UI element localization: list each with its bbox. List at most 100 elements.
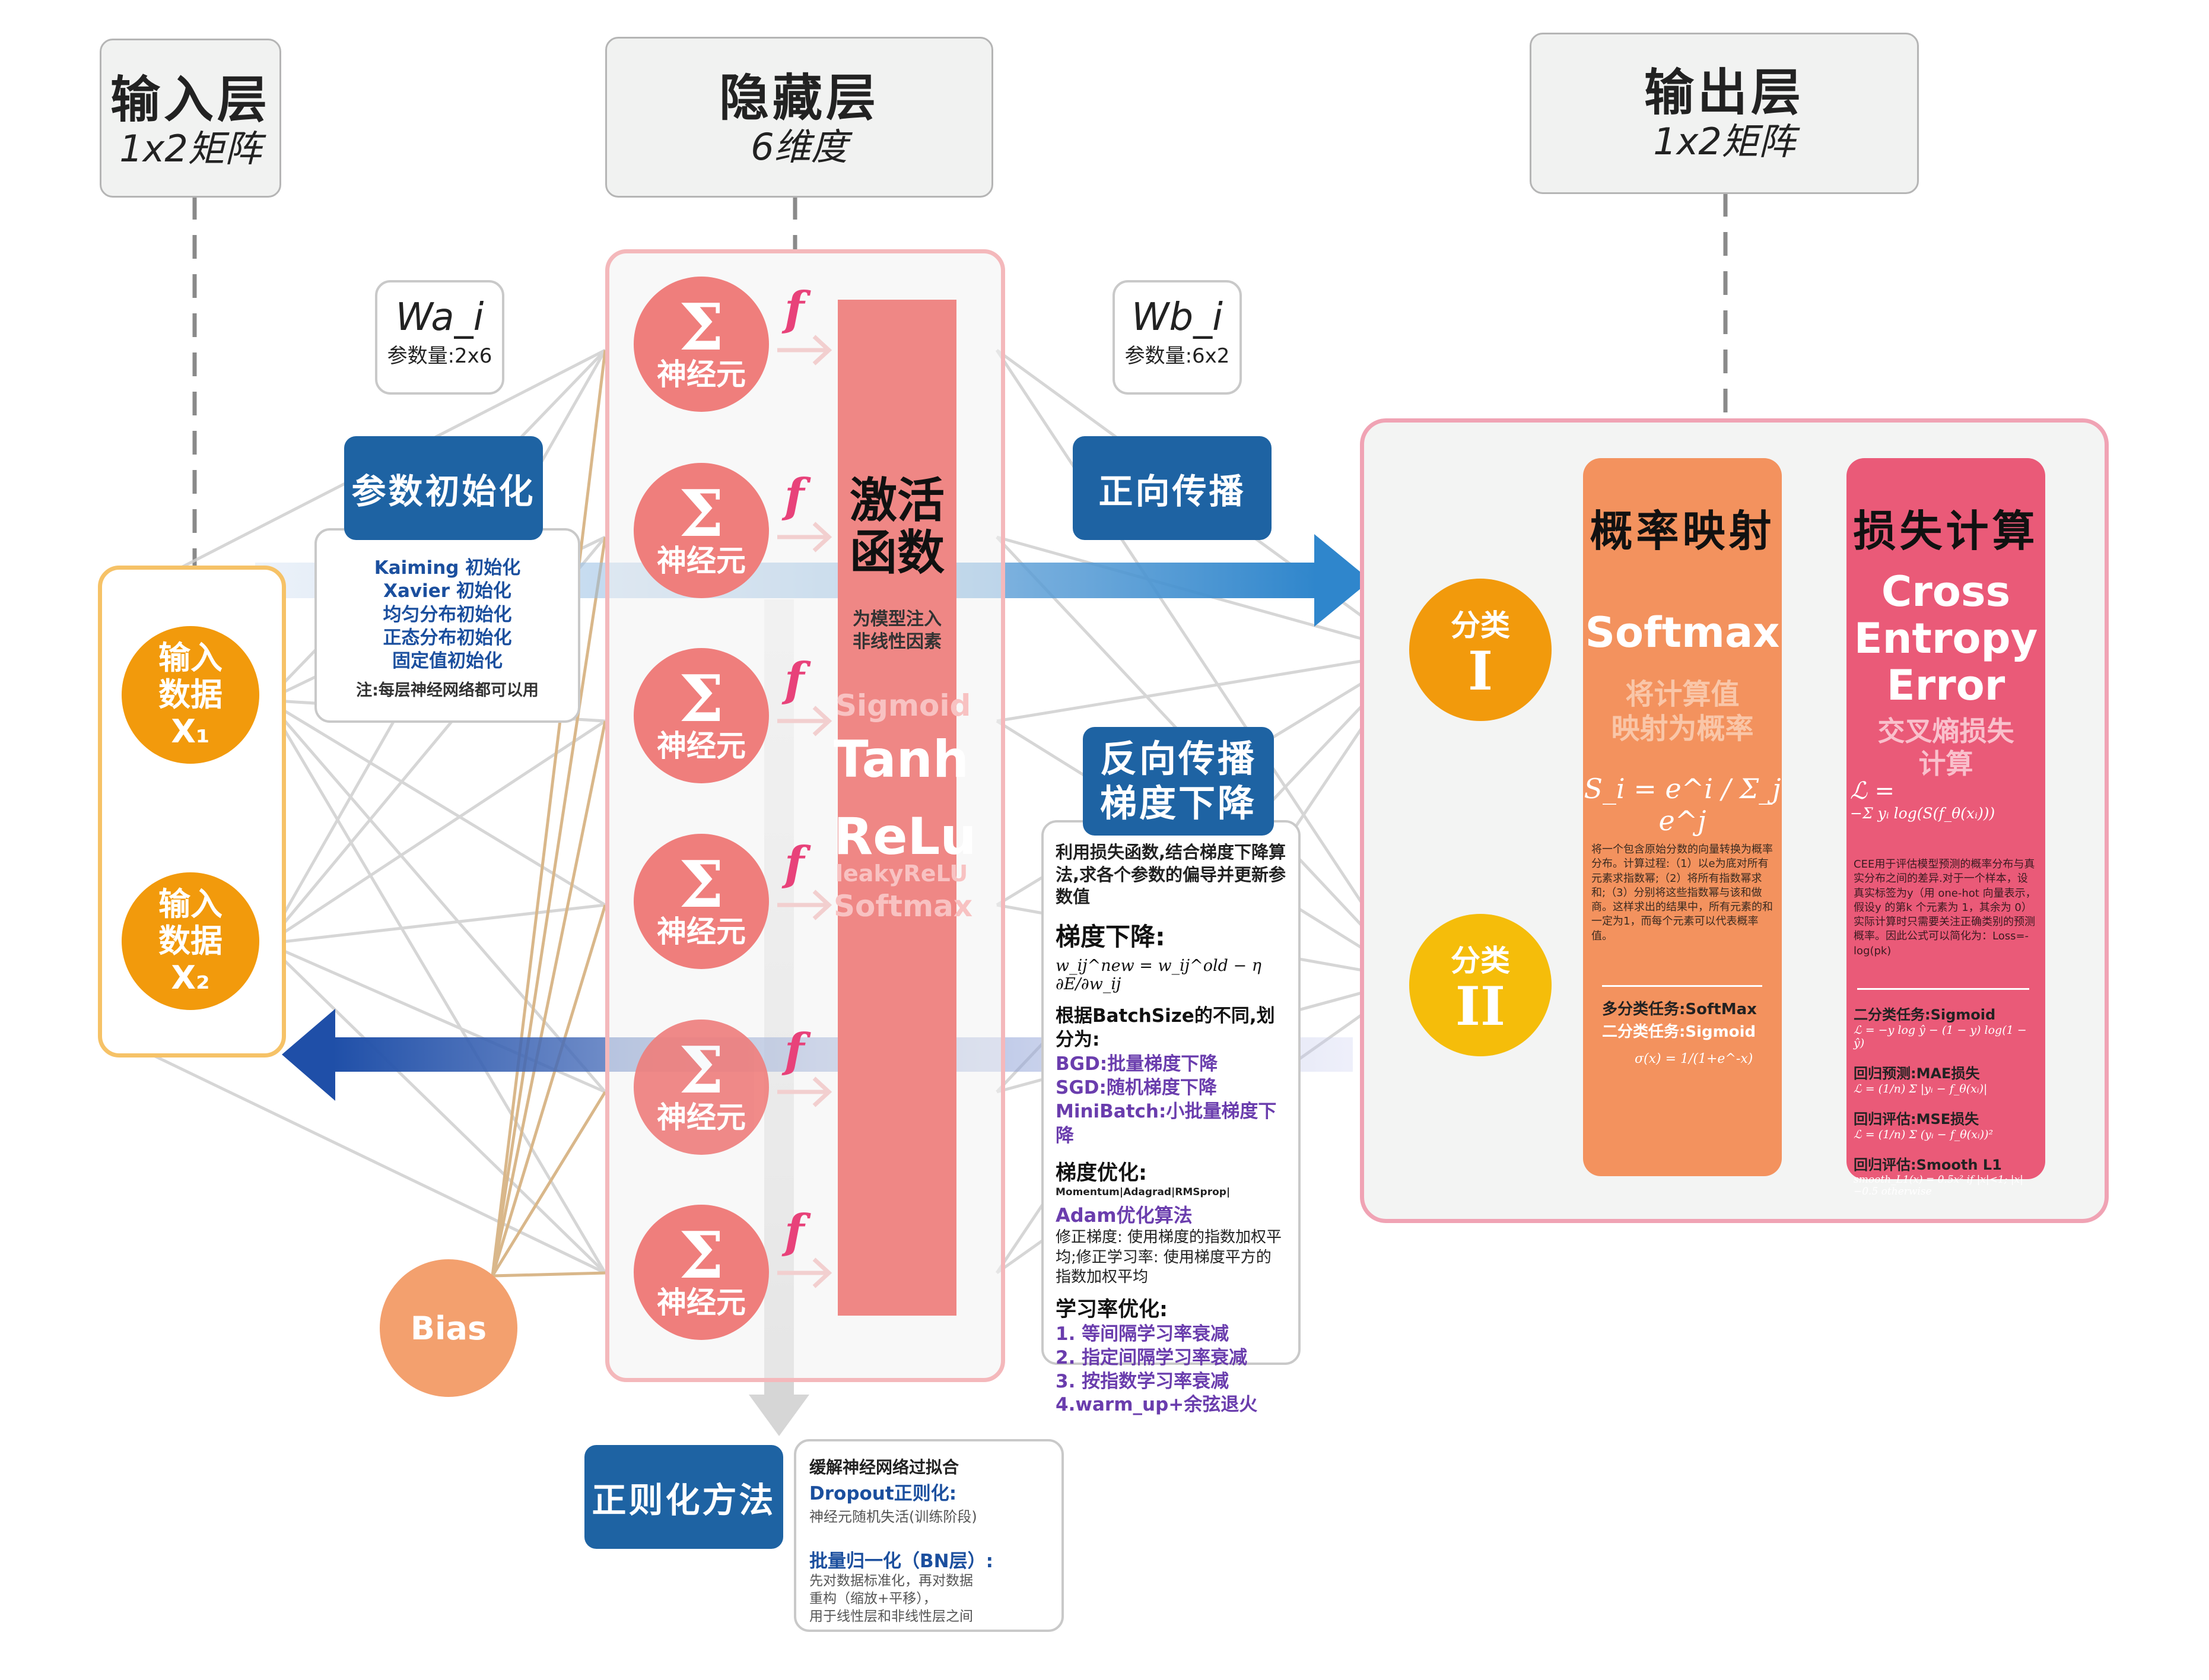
backward-intro: 利用损失函数,结合梯度下降算法,求各个参数的偏导并更新参数值	[1056, 842, 1286, 907]
sigma-icon: Σ	[678, 290, 724, 366]
reg-bn-title: 批量归一化（BN层）:	[809, 1551, 993, 1572]
init-item-constant: 固定值初始化	[392, 650, 503, 672]
hidden-layer-header: 隐藏层 6维度	[605, 37, 993, 198]
input-node-x2-line2: 数据	[158, 922, 223, 960]
neuron-2: Σ 神经元	[634, 463, 769, 598]
activation-f-icon: f	[784, 653, 805, 707]
prob-multi: 多分类任务:SoftMax	[1602, 1001, 1757, 1018]
lr-item-1: 1. 等间隔学习率衰减	[1056, 1323, 1229, 1345]
input-node-x2-line1: 输入	[158, 885, 223, 923]
bias-node: Bias	[380, 1259, 517, 1397]
loss-item-1-formula: ℒ = −y log ŷ − (1 − y) log(1 − ŷ)	[1854, 1024, 2027, 1050]
input-layer-header: 输入层 1x2矩阵	[100, 39, 281, 198]
prob-formula: S_i = e^i / Σ_j e^j	[1584, 773, 1781, 837]
reg-bn-desc-line3: 用于线性层和非线性层之间	[809, 1608, 973, 1624]
lr-item-4: 4.warm_up+余弦退火	[1056, 1394, 1258, 1416]
opt-title: 梯度优化:	[1056, 1161, 1147, 1185]
gd-title: 梯度下降:	[1056, 922, 1165, 952]
func-sigmoid: Sigmoid	[835, 688, 971, 723]
adam-title: Adam优化算法	[1056, 1203, 1193, 1227]
input-node-x1-line2: 数据	[158, 675, 223, 713]
activation-f-icon: f	[784, 1205, 805, 1259]
weight-a-box: Wa_i 参数量:2x6	[375, 280, 504, 395]
reg-intro: 缓解神经网络过拟合	[809, 1457, 959, 1477]
activation-f-icon: f	[784, 837, 805, 891]
batch-minibatch: MiniBatch:小批量梯度下降	[1056, 1101, 1277, 1147]
opt-list: Momentum|Adagrad|RMSprop|	[1056, 1186, 1231, 1198]
hidden-layer-subtitle: 6维度	[751, 125, 848, 169]
init-item-uniform: 均匀分布初始化	[383, 604, 512, 625]
activation-desc-line2: 非线性因素	[853, 631, 942, 652]
lr-item-3: 3. 按指数学习率衰减	[1056, 1370, 1229, 1392]
input-node-x1-line1: 输入	[158, 639, 223, 677]
weight-b-name: Wb_i	[1131, 296, 1223, 339]
reg-bn-desc: 先对数据标准化，再对数据 重构（缩放+平移）， 用于线性层和非线性层之间	[809, 1573, 1061, 1626]
input-layer-title: 输入层	[110, 71, 271, 129]
loss-name-line3: Error	[1886, 661, 2005, 710]
neuron-label: 神经元	[657, 728, 746, 763]
neuron-label: 神经元	[657, 543, 746, 578]
prob-name: Softmax	[1585, 608, 1780, 657]
loss-divider	[1857, 988, 2029, 990]
sigma-icon: Σ	[678, 477, 724, 552]
forward-title: 正向传播	[1073, 436, 1272, 540]
loss-item-2-title: 回归预测:MAE损失	[1854, 1065, 1980, 1082]
adam-desc: 修正梯度: 使用梯度的指数加权平均;修正学习率: 使用梯度平方的指数加权平均	[1056, 1228, 1282, 1287]
loss-item-4-formula: smooth_L1(x) = 0.5x² if |x|<1; |x|−0.5 o…	[1854, 1174, 2023, 1198]
sigma-icon: Σ	[678, 847, 724, 923]
neuron-label: 神经元	[657, 357, 746, 392]
output-layer-header: 输出层 1x2矩阵	[1530, 33, 1919, 194]
neuron-label: 神经元	[657, 914, 746, 949]
prob-title: 概率映射	[1590, 506, 1775, 556]
backward-title-line2: 梯度下降	[1099, 781, 1257, 825]
reg-bn-desc-line1: 先对数据标准化，再对数据	[809, 1573, 973, 1589]
sigma-icon: Σ	[678, 1218, 724, 1294]
prob-desc-line1: 将计算值	[1625, 678, 1740, 711]
activation-title-line1: 激活	[850, 473, 945, 528]
class-node-1-label: 分类	[1451, 608, 1510, 643]
gd-formula: w_ij^new = w_ij^old − η ∂E/∂w_ij	[1056, 957, 1261, 994]
input-node-x2: 输入 数据 X₂	[122, 872, 259, 1010]
init-title: 参数初始化	[344, 436, 543, 540]
loss-item-3-title: 回归评估:MSE损失	[1854, 1111, 1979, 1128]
func-relu: ReLu	[834, 807, 977, 866]
loss-item-3-formula: ℒ = (1/n) Σ (yᵢ − f_θ(xᵢ))²	[1854, 1128, 1994, 1141]
class-node-2: 分类 II	[1409, 914, 1552, 1056]
header-dashed-lines	[192, 193, 1728, 570]
neuron-label: 神经元	[657, 1100, 746, 1135]
prob-sigmoid-formula: σ(x) = 1/(1+e^-x)	[1635, 1052, 1753, 1066]
loss-item-4-title: 回归评估:Smooth L1	[1854, 1157, 2002, 1173]
bias-lines	[491, 350, 607, 1278]
input-layer-subtitle: 1x2矩阵	[119, 126, 262, 170]
weight-b-box: Wb_i 参数量:6x2	[1113, 280, 1242, 395]
reg-bn-desc-line2: 重构（缩放+平移），	[809, 1590, 937, 1606]
prob-desc: 将计算值 映射为概率	[1583, 678, 1782, 746]
loss-name-line1: Cross	[1881, 567, 2011, 616]
sigma-icon: Σ	[678, 662, 724, 737]
loss-cn-line1: 交叉熵损失	[1877, 715, 2014, 747]
loss-formula: ℒ = −Σ yᵢ log(S(f_θ(xᵢ)))	[1850, 777, 2046, 822]
loss-name: Cross Entropy Error	[1846, 567, 2045, 710]
weight-a-params: 参数量:2x6	[387, 344, 492, 368]
neuron-label: 神经元	[657, 1285, 746, 1320]
regularization-title: 正则化方法	[584, 1445, 783, 1549]
output-layer-title: 输出层	[1644, 63, 1804, 122]
output-layer-subtitle: 1x2矩阵	[1653, 119, 1795, 163]
activation-title-line2: 函数	[850, 525, 945, 580]
init-item-kaiming: Kaiming 初始化	[374, 557, 521, 579]
activation-f-icon: f	[784, 282, 805, 336]
sigma-icon: Σ	[678, 1033, 724, 1109]
neuron-3: Σ 神经元	[634, 648, 769, 783]
reg-dropout-title: Dropout正则化:	[809, 1483, 957, 1504]
func-softmax: Softmax	[834, 889, 973, 923]
batch-bgd: BGD:批量梯度下降	[1056, 1053, 1218, 1075]
activation-column	[838, 300, 956, 1316]
class-node-1: 分类 I	[1409, 579, 1552, 721]
loss-item-1-title: 二分类任务:Sigmoid	[1854, 1006, 1996, 1023]
input-node-x1-line3: X₁	[171, 713, 210, 751]
loss-cn: 交叉熵损失 计算	[1846, 715, 2045, 780]
prob-explain: 将一个包含原始分数的向量转换为概率分布。计算过程:（1）以e为底对所有元素求指数…	[1591, 843, 1773, 942]
input-node-x2-line3: X₂	[171, 959, 210, 997]
activation-title: 激活 函数	[838, 475, 956, 579]
weight-a-name: Wa_i	[395, 296, 484, 339]
